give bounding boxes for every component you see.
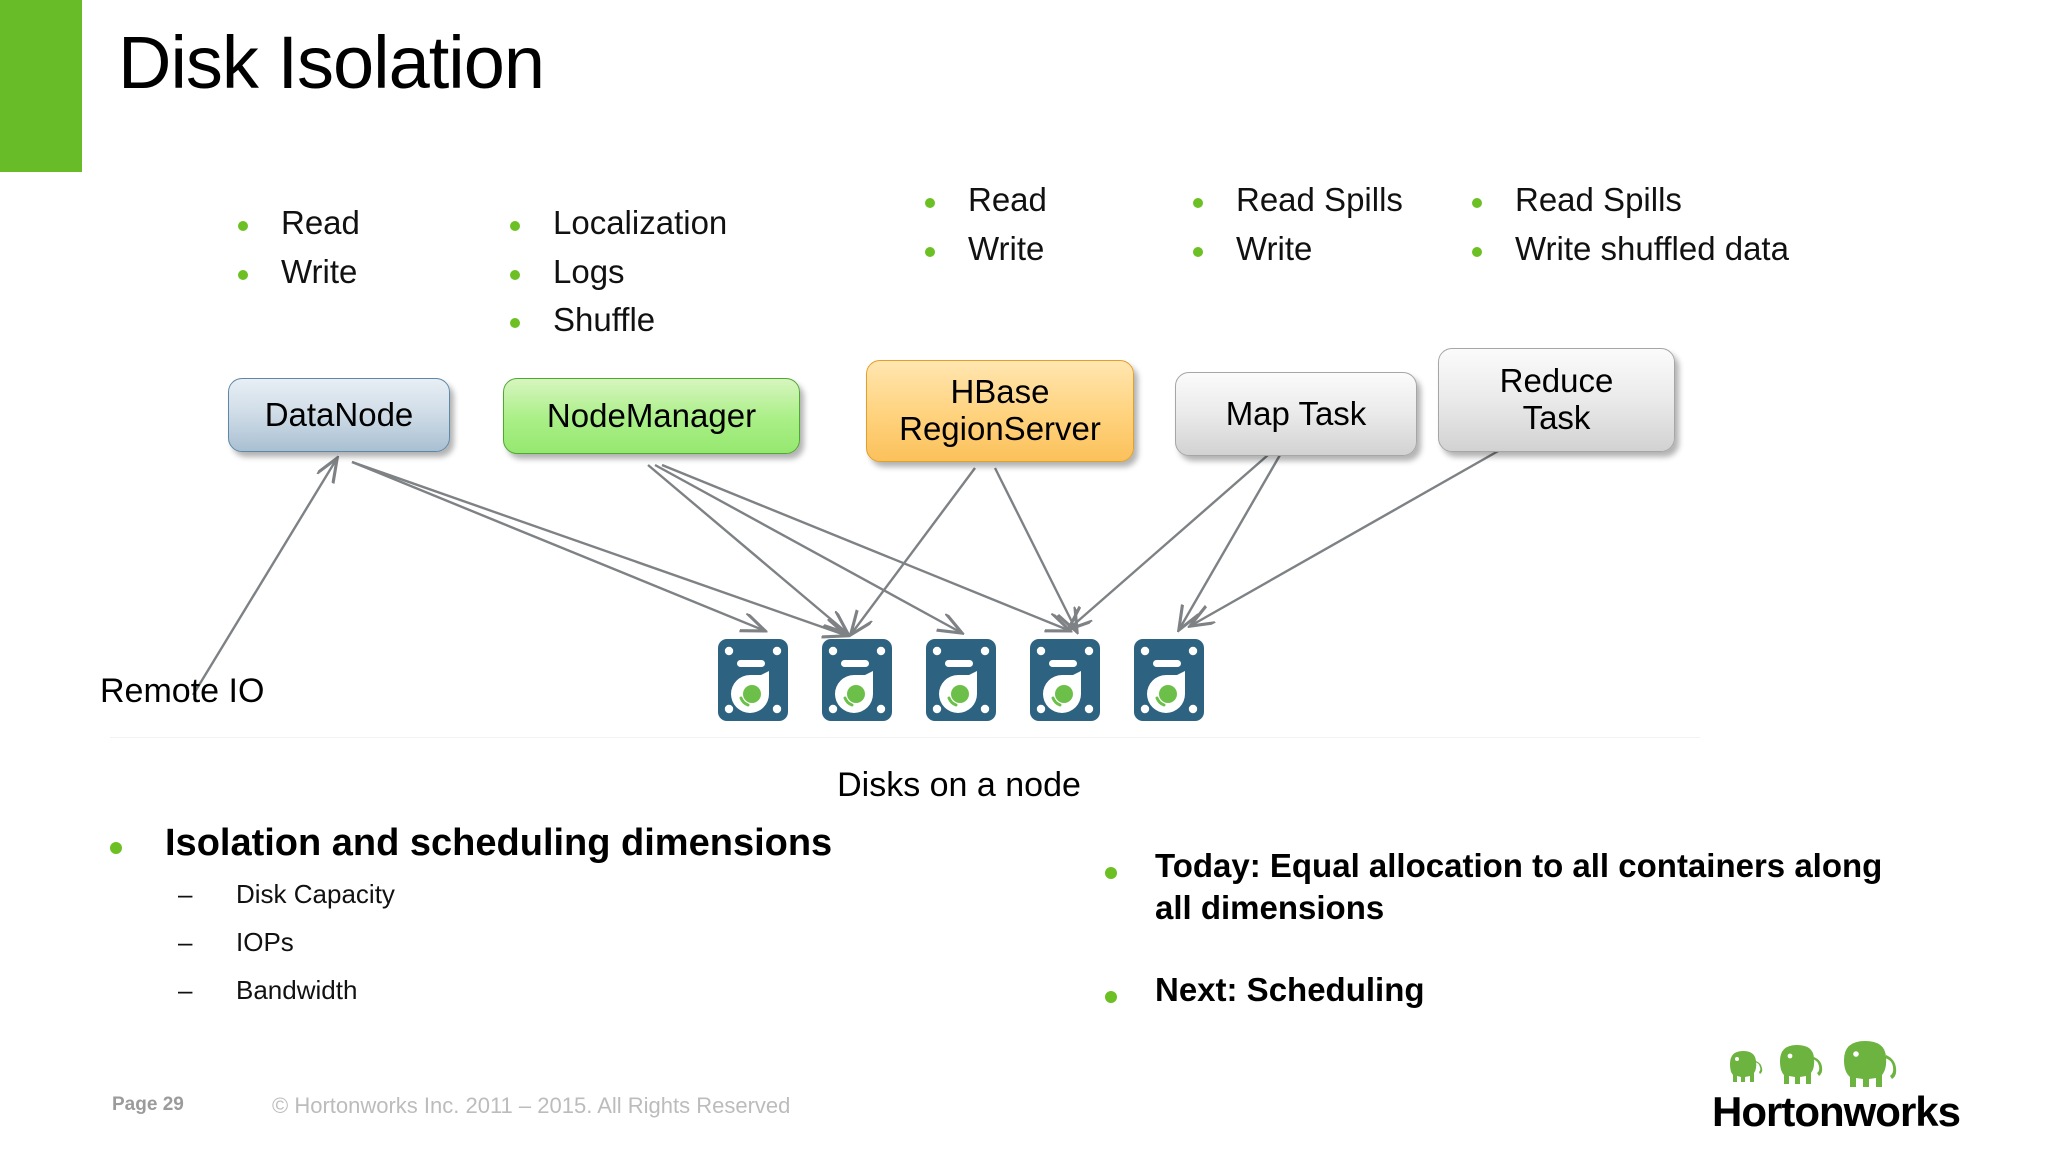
bullet-dot-icon xyxy=(1105,991,1117,1004)
list-item: – Disk Capacity xyxy=(178,878,1070,912)
sub-bullet-label: IOPs xyxy=(236,927,294,958)
node-box-hbase-regionserver[interactable]: HBase RegionServer xyxy=(866,360,1134,462)
list-item: Read Spills xyxy=(1472,182,1789,218)
list-item: Shuffle xyxy=(510,302,727,338)
node-box-map-task[interactable]: Map Task xyxy=(1175,372,1417,456)
bullet-dot-icon xyxy=(1472,246,1482,257)
bullet-dot-icon xyxy=(1193,198,1203,208)
node-label-line2: Task xyxy=(1522,399,1591,436)
bullet-dot-icon xyxy=(110,842,122,854)
list-item: – IOPs xyxy=(178,926,1070,960)
accent-bar xyxy=(0,0,82,172)
bullet-dot-icon xyxy=(238,221,248,231)
bullet-dot-icon xyxy=(925,246,935,257)
disk-icon xyxy=(1134,639,1204,721)
roadmap-label: Next: Scheduling xyxy=(1155,971,1425,1009)
bullet-label: Read xyxy=(968,181,1047,218)
node-label-line1: Reduce xyxy=(1499,362,1614,400)
bullet-dot-icon xyxy=(925,198,935,208)
disk-icon xyxy=(926,639,996,721)
bullet-label: Write xyxy=(1236,229,1313,267)
bullet-label: Write shuffled data xyxy=(1515,229,1789,267)
list-item: Logs xyxy=(510,252,727,290)
bullet-dot-icon xyxy=(1105,867,1117,879)
copyright-text: © Hortonworks Inc. 2011 – 2015. All Righ… xyxy=(272,1093,791,1118)
bullet-label: Read Spills xyxy=(1236,181,1403,218)
bullet-dot-icon xyxy=(510,269,520,280)
node-label: DataNode xyxy=(264,395,414,433)
section-heading: Isolation and scheduling dimensions xyxy=(165,822,833,864)
bullet-group-reducetask-ops: Read Spills Write shuffled data xyxy=(1472,182,1789,279)
list-item: Isolation and scheduling dimensions xyxy=(110,820,1070,866)
dash-marker-icon: – xyxy=(178,927,193,958)
dash-marker-icon: – xyxy=(178,974,193,1005)
remote-io-label: Remote IO xyxy=(100,672,265,710)
list-item: Write xyxy=(925,229,1047,267)
roadmap-label: Today: Equal allocation to all container… xyxy=(1155,847,1883,927)
node-label: Map Task xyxy=(1225,394,1367,432)
elephants-icon xyxy=(1730,1041,1897,1087)
list-item: Write shuffled data xyxy=(1472,229,1789,267)
node-box-nodemanager[interactable]: NodeManager xyxy=(503,378,800,454)
page-title: Disk Isolation xyxy=(118,21,545,104)
logo-wordmark: Hortonworks xyxy=(1712,1088,1961,1135)
bullet-dot-icon xyxy=(238,269,248,280)
disk-icon xyxy=(1030,639,1100,721)
list-item: Write xyxy=(238,252,360,290)
bullet-label: Read Spills xyxy=(1515,181,1682,218)
list-item: Write xyxy=(1193,229,1403,267)
bullet-group-datanode-ops: Read Write xyxy=(238,205,360,302)
node-label: NodeManager xyxy=(546,396,757,434)
bullet-group-maptask-ops: Read Spills Write xyxy=(1193,182,1403,279)
node-label-line2: RegionServer xyxy=(899,410,1101,447)
disk-icon xyxy=(718,639,788,721)
node-box-datanode[interactable]: DataNode xyxy=(228,378,450,452)
disk-row xyxy=(714,636,1208,724)
page-number: Page 29 xyxy=(112,1094,184,1115)
node-label-line1: HBase xyxy=(950,373,1050,411)
bullet-dot-icon xyxy=(510,318,520,329)
sub-bullet-label: Bandwidth xyxy=(236,974,358,1005)
isolation-dimensions-section: Isolation and scheduling dimensions – Di… xyxy=(110,820,1070,1022)
roadmap-section: Today: Equal allocation to all container… xyxy=(1105,845,1905,1052)
bullet-group-nodemanager-ops: Localization Logs Shuffle xyxy=(510,205,727,351)
bullet-label: Read xyxy=(281,204,360,241)
bullet-label: Write xyxy=(281,252,358,290)
bullet-label: Write xyxy=(968,229,1045,267)
bullet-label: Localization xyxy=(553,204,728,241)
disks-on-a-node-label: Disks on a node xyxy=(0,766,2048,805)
list-item: Read xyxy=(238,205,360,241)
disk-icon xyxy=(822,639,892,721)
list-item: Next: Scheduling xyxy=(1105,969,1905,1011)
node-box-reduce-task[interactable]: Reduce Task xyxy=(1438,348,1675,452)
bullet-group-hbase-ops: Read Write xyxy=(925,182,1047,279)
bullet-label: Logs xyxy=(553,252,625,290)
disks-label-text: Disks on a node xyxy=(837,766,1081,804)
dash-marker-icon: – xyxy=(178,879,193,910)
list-item: Localization xyxy=(510,205,727,241)
list-item: Read xyxy=(925,182,1047,218)
sub-bullet-label: Disk Capacity xyxy=(236,879,395,910)
bullet-dot-icon xyxy=(510,221,520,231)
bullet-dot-icon xyxy=(1193,246,1203,257)
list-item: Read Spills xyxy=(1193,182,1403,218)
bullet-dot-icon xyxy=(1472,198,1482,208)
hortonworks-logo: Hortonworks xyxy=(1712,1030,1961,1135)
list-item: – Bandwidth xyxy=(178,974,1070,1008)
diagram-divider xyxy=(110,737,1700,738)
list-item: Today: Equal allocation to all container… xyxy=(1105,845,1905,929)
bullet-label: Shuffle xyxy=(553,301,656,339)
